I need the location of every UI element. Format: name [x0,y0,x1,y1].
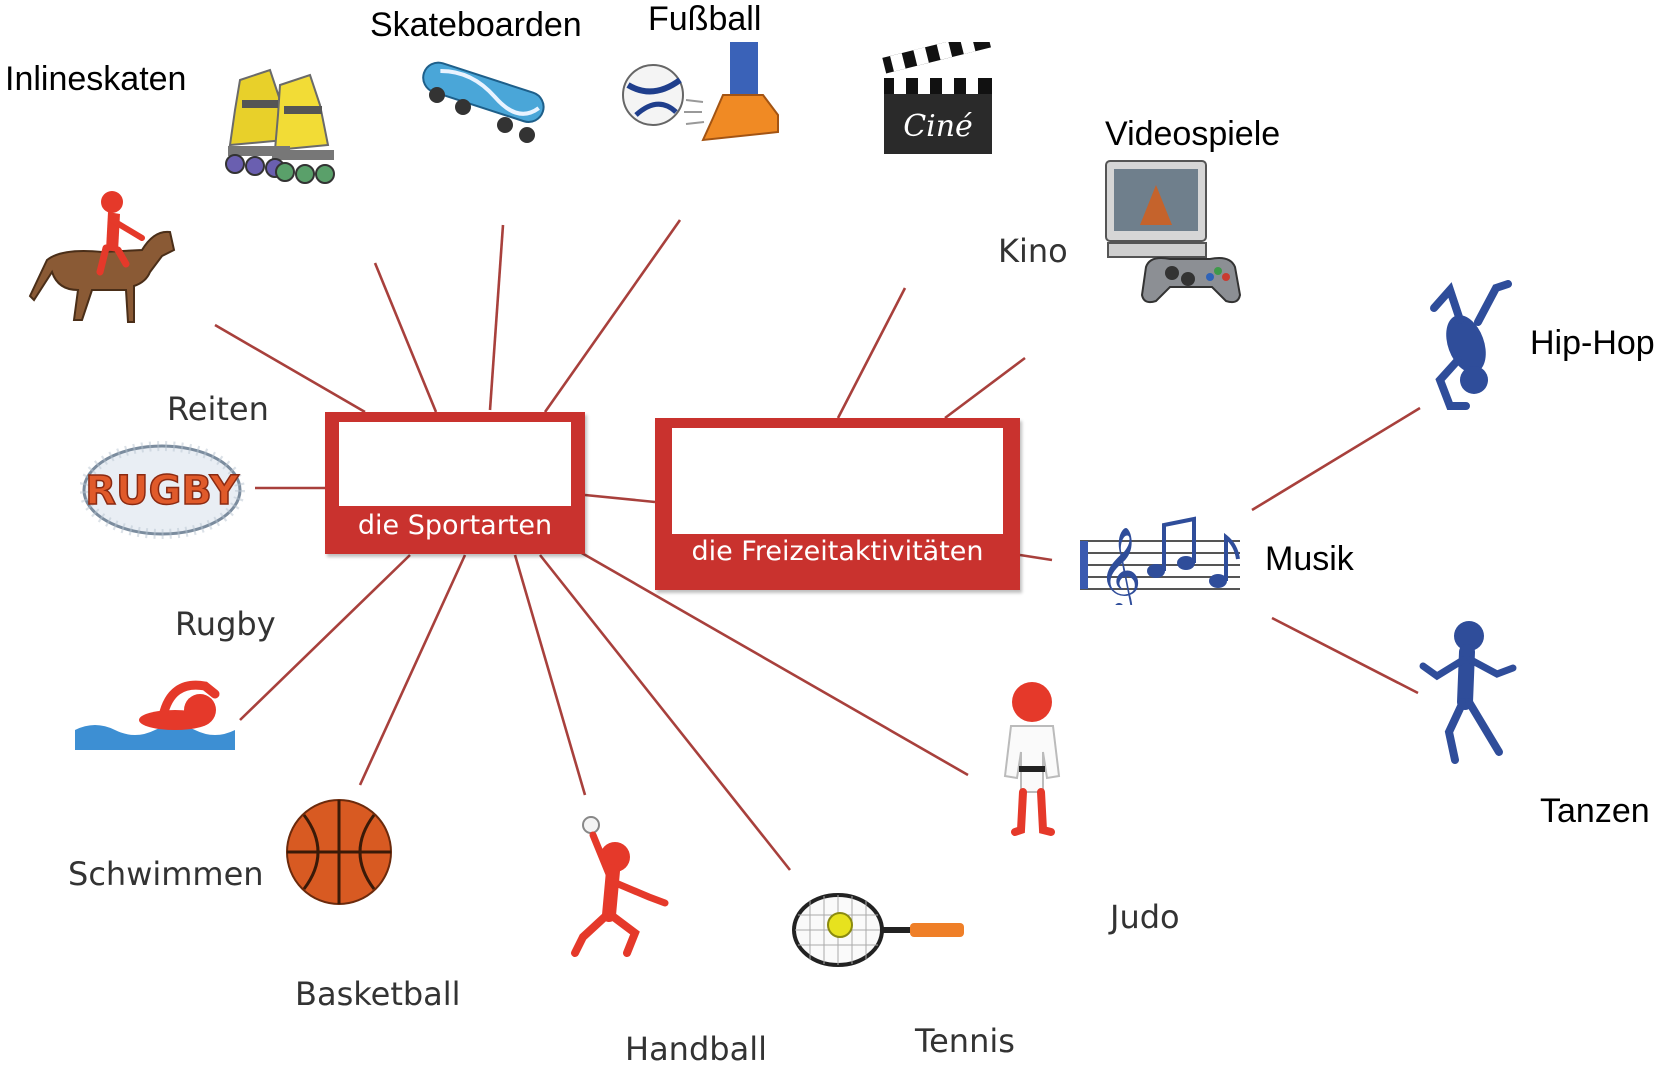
line-schwimmen [239,554,411,721]
leisure-hub-blank[interactable] [672,428,1003,534]
skateboard-icon [422,61,545,143]
sports-hub-box: die Sportarten [325,412,585,554]
svg-text:𝄞: 𝄞 [1098,527,1142,605]
line-kino [836,287,907,419]
label-tennis: Tennis [915,1022,1015,1060]
label-handball: Handball [625,1030,767,1068]
line-fussball [543,219,682,413]
rugby-ball-text: RUGBY [85,468,239,514]
inline-skates-icon [225,68,335,184]
label-schwimmen: Schwimmen [68,855,264,893]
tennis-racket-icon [792,893,964,967]
label-videospiele: Videospiele [1105,115,1281,153]
line-tanzen [1271,616,1419,695]
label-kino: Kino [998,232,1068,270]
dancer-icon [1419,621,1517,764]
line-handball [513,554,587,796]
music-notes-icon: 𝄞 [1080,516,1240,605]
leisure-hub-caption: die Freizeitaktivitäten [691,536,984,567]
label-inlineskaten: Inlineskaten [5,60,187,98]
label-basketball: Basketball [295,975,461,1013]
line-hiphop [1251,406,1421,512]
handball-player-icon [571,816,669,957]
label-musik: Musik [1265,540,1354,578]
judo-figure-icon [1003,682,1061,836]
line-basketball [358,554,467,786]
line-inlineskaten [373,262,438,413]
sports-hub-caption: die Sportarten [357,510,553,541]
leisure-hub-box: die Freizeitaktivitäten [655,418,1020,590]
hiphop-dancer-icon [1430,280,1512,410]
horse-rider-icon [28,191,176,323]
label-tanzen: Tanzen [1540,792,1650,830]
line-videospiele [944,356,1026,420]
clapper-text: Ciné [903,109,973,144]
label-rugby: Rugby [175,605,276,643]
swimmer-icon [75,680,235,750]
label-reiten: Reiten [167,390,269,428]
line-judo [579,550,969,777]
clapperboard-icon: Ciné [882,42,992,154]
label-judo: Judo [1110,898,1180,936]
label-skateboarden: Skateboarden [370,6,582,44]
line-musik [1019,553,1053,562]
line-reiten [214,323,366,414]
line-skateboarden [488,224,505,411]
label-fussball: Fußball [648,0,762,38]
video-game-icon [1105,160,1242,304]
sports-hub-blank[interactable] [339,422,571,506]
football-icon [622,42,779,142]
line-tennis [538,554,792,871]
rugby-ball-icon: RUGBY [80,441,245,539]
basketball-icon [286,799,392,905]
label-hiphop: Hip-Hop [1530,324,1655,362]
line-hub-link [584,493,656,504]
